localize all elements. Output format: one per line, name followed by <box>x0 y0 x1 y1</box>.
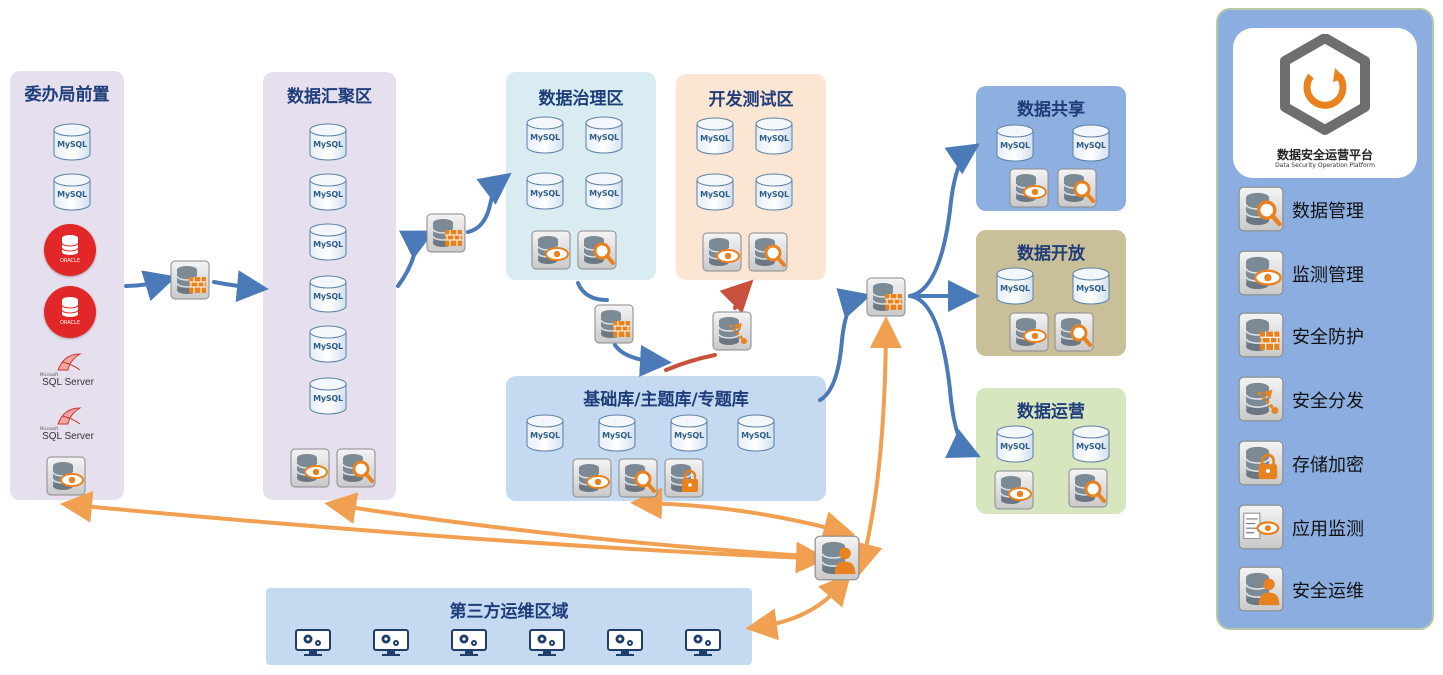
mysql-db-icon: MySQL <box>1069 123 1113 163</box>
mysql-db-icon: MySQL <box>693 172 737 212</box>
mysql-db-icon: MySQL <box>1069 424 1113 464</box>
data-manage-tile-icon <box>1068 468 1108 508</box>
zone-disanfang-title: 第三方运维区域 <box>449 602 569 622</box>
mysql-db-icon: MySQL <box>306 122 350 162</box>
legend-panel: 数据安全运营平台 Data Security Operation Platfor… <box>1216 8 1434 630</box>
zone-disanfang: 第三方运维区域 <box>266 588 752 665</box>
mysql-db-icon: MySQL <box>582 115 626 155</box>
legend-label: 存储加密 <box>1292 455 1364 476</box>
security-distribute-icon <box>1238 376 1284 422</box>
zone-jichu-title: 基础库/主题库/专题库 <box>583 390 749 410</box>
data-manage-tile-icon <box>1054 312 1094 352</box>
legend-item-storage-encrypt: 存储加密 <box>1238 440 1428 486</box>
mysql-db-icon: MySQL <box>523 171 567 211</box>
platform-name-cn: 数据安全运营平台 <box>1276 148 1373 162</box>
legend-item-app-monitor: 应用监测 <box>1238 504 1428 550</box>
mysql-db-icon: MySQL <box>306 222 350 262</box>
legend-label: 应用监测 <box>1292 519 1364 540</box>
monitor-tile-icon <box>572 458 612 498</box>
legend-label: 安全运维 <box>1292 581 1364 602</box>
data-manage-icon <box>1238 186 1284 232</box>
mysql-db-icon: MySQL <box>306 274 350 314</box>
oracle-db-icon: ORACLE <box>44 224 96 276</box>
platform-logo-icon <box>1280 34 1370 135</box>
mysql-db-icon: MySQL <box>693 116 737 156</box>
monitor-manage-icon <box>1238 250 1284 296</box>
monitor-tile-icon <box>531 230 571 270</box>
security-ops-icon <box>1238 566 1284 612</box>
monitor-tile-icon <box>702 232 742 272</box>
data-manage-tile-icon <box>748 232 788 272</box>
mysql-db-icon: MySQL <box>582 171 626 211</box>
legend-item-data-manage: 数据管理 <box>1238 186 1428 232</box>
app-monitor-icon <box>1238 504 1284 550</box>
ops-workstation-icon <box>606 628 644 658</box>
zone-kaifa-title: 开发测试区 <box>708 90 794 110</box>
mysql-db-icon: MySQL <box>50 172 94 212</box>
storage-encrypt-icon <box>1238 440 1284 486</box>
mysql-db-icon: MySQL <box>993 123 1037 163</box>
legend-item-monitor-manage: 监测管理 <box>1238 250 1428 296</box>
zone-kaifang-title: 数据开放 <box>1017 244 1085 264</box>
security-ops-tile-icon <box>814 535 860 581</box>
zone-weiban-title: 委办局前置 <box>24 85 110 105</box>
monitor-tile-icon <box>1009 312 1049 352</box>
oracle-db-icon: ORACLE <box>44 286 96 338</box>
monitor-tile-icon <box>290 448 330 488</box>
mysql-db-icon: MySQL <box>50 122 94 162</box>
data-manage-tile-icon <box>1057 168 1097 208</box>
legend-label: 监测管理 <box>1292 265 1364 286</box>
monitor-tile-icon <box>1009 168 1049 208</box>
ops-workstation-icon <box>528 628 566 658</box>
ops-workstation-icon <box>450 628 488 658</box>
mysql-db-icon: MySQL <box>993 266 1037 306</box>
legend-item-security-distribute: 安全分发 <box>1238 376 1428 422</box>
legend-label: 安全分发 <box>1292 391 1364 412</box>
mysql-db-icon: MySQL <box>306 324 350 364</box>
mysql-db-icon: MySQL <box>993 424 1037 464</box>
legend-label: 数据管理 <box>1292 201 1364 222</box>
data-manage-tile-icon <box>618 458 658 498</box>
firewall-tile-icon <box>426 213 466 253</box>
zone-yunying-title: 数据运营 <box>1017 402 1085 422</box>
zone-huiju-title: 数据汇聚区 <box>287 87 372 107</box>
legend-item-firewall: 安全防护 <box>1238 312 1428 358</box>
monitor-tile-icon <box>46 456 86 496</box>
sqlserver-db-icon: Microsoft SQL Server <box>38 350 98 394</box>
data-manage-tile-icon <box>336 448 376 488</box>
legend-item-security-ops: 安全运维 <box>1238 566 1428 612</box>
zone-gongxiang-title: 数据共享 <box>1017 100 1085 120</box>
firewall-tile-icon <box>866 277 906 317</box>
mysql-db-icon: MySQL <box>523 115 567 155</box>
platform-name-en: Data Security Operation Platform <box>1275 162 1375 169</box>
sqlserver-db-icon: Microsoft SQL Server <box>38 404 98 448</box>
mysql-db-icon: MySQL <box>306 376 350 416</box>
mysql-db-icon: MySQL <box>523 413 567 453</box>
mysql-db-icon: MySQL <box>306 172 350 212</box>
mysql-db-icon: MySQL <box>1069 266 1113 306</box>
storage-encrypt-tile-icon <box>664 458 704 498</box>
ops-workstation-icon <box>294 628 332 658</box>
firewall-tile-icon <box>594 304 634 344</box>
legend-label: 安全防护 <box>1292 327 1364 348</box>
mysql-db-icon: MySQL <box>752 172 796 212</box>
ops-workstation-icon <box>372 628 410 658</box>
firewall-tile-icon <box>170 260 210 300</box>
firewall-icon <box>1238 312 1284 358</box>
platform-logo-card: 数据安全运营平台 Data Security Operation Platfor… <box>1233 28 1417 178</box>
mysql-db-icon: MySQL <box>752 116 796 156</box>
mysql-db-icon: MySQL <box>734 413 778 453</box>
data-manage-tile-icon <box>577 230 617 270</box>
mysql-db-icon: MySQL <box>667 413 711 453</box>
security-distribute-tile-icon <box>712 311 752 351</box>
mysql-db-icon: MySQL <box>595 413 639 453</box>
zone-zhili-title: 数据治理区 <box>538 89 624 109</box>
monitor-tile-icon <box>994 470 1034 510</box>
ops-workstation-icon <box>684 628 722 658</box>
